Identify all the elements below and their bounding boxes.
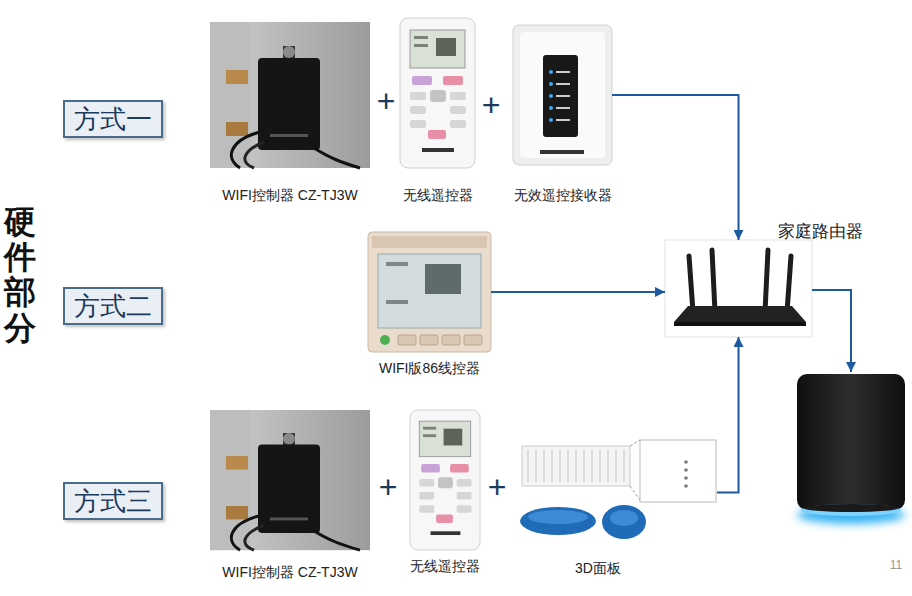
mode-label: 方式三 xyxy=(74,486,152,516)
plus-sign: + xyxy=(377,83,396,120)
plus-sign: + xyxy=(379,469,398,506)
panel-photo xyxy=(520,440,716,539)
device-caption: 无线遥控器 xyxy=(410,556,480,576)
device-picture: 无线遥控器 xyxy=(410,410,480,550)
device-picture: WIFI控制器 CZ-TJ3W xyxy=(210,410,370,550)
mode-label: 方式一 xyxy=(74,104,152,134)
wifi-controller-photo xyxy=(210,410,370,550)
device-picture: WIFI版86线控器 xyxy=(368,232,491,352)
arrow-connector xyxy=(612,95,739,240)
device-caption: WIFI控制器 CZ-TJ3W xyxy=(222,185,357,205)
plus-sign: + xyxy=(488,469,507,506)
remote-photo xyxy=(410,410,480,550)
device-caption: 3D面板 xyxy=(575,558,621,578)
mode-box: 方式三 xyxy=(63,482,163,520)
router-to-speaker-arrow xyxy=(812,290,851,372)
device-caption: 家庭路由器 xyxy=(778,222,863,242)
wired-controller-photo xyxy=(368,232,491,352)
receiver-photo xyxy=(513,25,612,165)
plus-sign: + xyxy=(482,87,501,124)
arrow-connector xyxy=(491,291,665,293)
page-number: 11 xyxy=(890,558,902,572)
wifi-controller-photo xyxy=(210,22,370,168)
device-picture: 家庭路由器 xyxy=(665,240,812,337)
arrow-connector xyxy=(717,337,739,493)
router-photo xyxy=(665,240,812,337)
remote-photo xyxy=(400,18,475,168)
device-caption: WIFI版86线控器 xyxy=(379,358,480,378)
mode-box: 方式一 xyxy=(63,100,163,138)
vertical-title: 硬件部分 xyxy=(4,205,36,346)
mode-box: 方式二 xyxy=(63,287,163,325)
device-caption: WIFI控制器 CZ-TJ3W xyxy=(222,562,357,582)
device-caption: 无效遥控接收器 xyxy=(514,185,612,205)
device-caption: 无线遥控器 xyxy=(403,185,473,205)
smart-speaker-photo xyxy=(797,374,905,524)
mode-label: 方式二 xyxy=(74,291,152,321)
device-picture: 无效遥控接收器 xyxy=(513,25,612,165)
device-picture: 3D面板 xyxy=(520,440,717,545)
device-picture: WIFI控制器 CZ-TJ3W xyxy=(210,22,370,168)
device-picture: 无线遥控器 xyxy=(400,18,475,168)
